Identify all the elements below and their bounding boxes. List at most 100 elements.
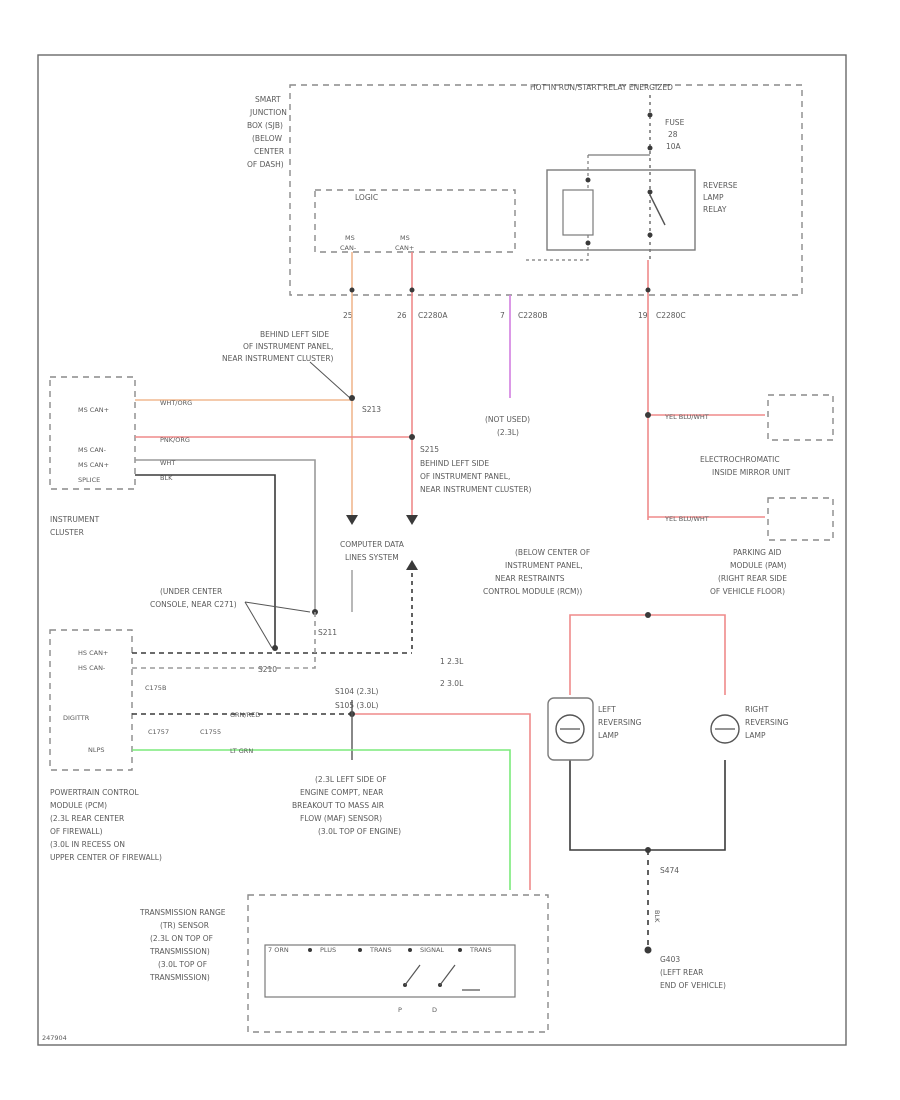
svg-text:(3.0L TOP OF: (3.0L TOP OF bbox=[158, 960, 207, 969]
behind-left-label-2: BEHIND LEFT SIDE OF INSTRUMENT PANEL, NE… bbox=[420, 459, 532, 494]
sjb-label: SMART JUNCTION BOX (SJB) (BELOW CENTER O… bbox=[247, 95, 287, 169]
svg-text:(BELOW: (BELOW bbox=[252, 134, 283, 143]
svg-text:REVERSING: REVERSING bbox=[745, 718, 789, 727]
svg-text:OF VEHICLE FLOOR): OF VEHICLE FLOOR) bbox=[710, 587, 785, 596]
electrochromic-label: ELECTROCHROMATIC INSIDE MIRROR UNIT bbox=[700, 455, 791, 477]
svg-text:TRANS: TRANS bbox=[469, 946, 492, 954]
s211-label: S211 bbox=[318, 628, 337, 637]
svg-text:NEAR INSTRUMENT CLUSTER): NEAR INSTRUMENT CLUSTER) bbox=[420, 485, 532, 494]
svg-text:ELECTROCHROMATIC: ELECTROCHROMATIC bbox=[700, 455, 780, 464]
nlps-label: NLPS bbox=[88, 746, 105, 754]
svg-text:BEHIND LEFT SIDE: BEHIND LEFT SIDE bbox=[420, 459, 489, 468]
note-2: 2 3.0L bbox=[440, 679, 464, 688]
logic-label: LOGIC bbox=[355, 193, 378, 202]
svg-text:P: P bbox=[398, 1006, 402, 1014]
svg-text:YEL BLU/WHT: YEL BLU/WHT bbox=[664, 515, 709, 523]
svg-text:WHT: WHT bbox=[160, 459, 175, 467]
svg-text:LAMP: LAMP bbox=[745, 731, 766, 740]
svg-text:BLK: BLK bbox=[160, 474, 173, 482]
svg-text:G403: G403 bbox=[660, 955, 680, 964]
svg-text:RIGHT: RIGHT bbox=[745, 705, 769, 714]
svg-text:PLUS: PLUS bbox=[320, 946, 336, 954]
svg-text:MS: MS bbox=[345, 234, 355, 242]
svg-text:28: 28 bbox=[668, 130, 678, 139]
electrochromic-mirror-box bbox=[767, 394, 834, 441]
svg-text:(2.3L REAR CENTER: (2.3L REAR CENTER bbox=[50, 814, 124, 823]
svg-text:LAMP: LAMP bbox=[598, 731, 619, 740]
svg-text:CAN-: CAN- bbox=[340, 244, 357, 252]
svg-text:NEAR RESTRAINTS: NEAR RESTRAINTS bbox=[495, 574, 565, 583]
behind-left-label-1: BEHIND LEFT SIDE OF INSTRUMENT PANEL, NE… bbox=[222, 330, 334, 363]
logic-box bbox=[314, 189, 516, 253]
svg-text:OF FIREWALL): OF FIREWALL) bbox=[50, 827, 103, 836]
g403-label: G403 (LEFT REAR END OF VEHICLE) bbox=[660, 955, 726, 990]
pin-7: 7 bbox=[500, 311, 505, 320]
pcm-box bbox=[49, 629, 133, 771]
svg-text:(3.0L TOP OF ENGINE): (3.0L TOP OF ENGINE) bbox=[318, 827, 401, 836]
s215-label: S215 bbox=[420, 445, 439, 454]
data-arrow-1 bbox=[346, 515, 358, 525]
c175b-label: C175B bbox=[145, 684, 166, 692]
svg-text:NEAR INSTRUMENT CLUSTER): NEAR INSTRUMENT CLUSTER) bbox=[222, 354, 334, 363]
svg-text:PARKING AID: PARKING AID bbox=[733, 548, 782, 557]
svg-text:YEL BLU/WHT: YEL BLU/WHT bbox=[664, 413, 709, 421]
reverse-lamp-relay: REVERSE LAMP RELAY bbox=[523, 154, 738, 261]
svg-text:INSIDE MIRROR UNIT: INSIDE MIRROR UNIT bbox=[712, 468, 791, 477]
svg-text:(TR) SENSOR: (TR) SENSOR bbox=[160, 921, 209, 930]
svg-text:D: D bbox=[432, 1006, 437, 1014]
svg-text:CONSOLE, NEAR C271): CONSOLE, NEAR C271) bbox=[150, 600, 237, 609]
parking-aid-label: PARKING AID MODULE (PAM) (RIGHT REAR SID… bbox=[710, 548, 787, 596]
digitr-label: DIGITTR bbox=[63, 714, 90, 722]
svg-text:LT GRN: LT GRN bbox=[230, 747, 253, 755]
svg-text:TRANSMISSION RANGE: TRANSMISSION RANGE bbox=[139, 908, 226, 917]
svg-text:MS: MS bbox=[400, 234, 410, 242]
svg-text:TRANSMISSION): TRANSMISSION) bbox=[149, 973, 210, 982]
wire-lamp-top bbox=[569, 614, 726, 695]
wire-lamp-bottom bbox=[569, 760, 726, 851]
s105-label: S105 (3.0L) bbox=[335, 701, 378, 710]
parking-aid-box bbox=[767, 497, 834, 541]
c2280a-label: C2280A bbox=[418, 311, 448, 320]
diagram-frame bbox=[37, 54, 847, 1046]
svg-text:(LEFT REAR: (LEFT REAR bbox=[660, 968, 703, 977]
svg-text:HS CAN-: HS CAN- bbox=[78, 664, 106, 672]
svg-text:POWERTRAIN CONTROL: POWERTRAIN CONTROL bbox=[50, 788, 140, 797]
under-center-label: (UNDER CENTER CONSOLE, NEAR C271) bbox=[150, 587, 237, 609]
ground-wire-label: BLK bbox=[653, 910, 661, 923]
svg-text:MS CAN+: MS CAN+ bbox=[78, 406, 109, 414]
svg-text:INSTRUMENT PANEL,: INSTRUMENT PANEL, bbox=[505, 561, 583, 570]
svg-text:10A: 10A bbox=[666, 142, 682, 151]
note-1: 1 2.3L bbox=[440, 657, 464, 666]
svg-text:(2.3L LEFT SIDE OF: (2.3L LEFT SIDE OF bbox=[315, 775, 387, 784]
svg-text:MODULE (PCM): MODULE (PCM) bbox=[50, 801, 107, 810]
svg-text:MS CAN+: MS CAN+ bbox=[78, 461, 109, 469]
svg-text:FUSE: FUSE bbox=[665, 118, 685, 127]
engine-compt-label: (2.3L LEFT SIDE OF ENGINE COMPT, NEAR BR… bbox=[292, 775, 401, 836]
svg-text:(UNDER CENTER: (UNDER CENTER bbox=[160, 587, 222, 596]
svg-text:TRANSMISSION): TRANSMISSION) bbox=[149, 947, 210, 956]
instrument-cluster-label: INSTRUMENT CLUSTER bbox=[50, 515, 100, 537]
svg-text:CAN+: CAN+ bbox=[395, 244, 414, 252]
c1755-label: C1755 bbox=[200, 728, 221, 736]
wire-wht bbox=[135, 459, 316, 612]
svg-text:SPLICE: SPLICE bbox=[78, 476, 100, 484]
svg-text:CLUSTER: CLUSTER bbox=[50, 528, 84, 537]
svg-text:JUNCTION: JUNCTION bbox=[249, 108, 287, 117]
right-reversing-lamp: RIGHT REVERSING LAMP bbox=[710, 705, 789, 744]
svg-text:REVERSE: REVERSE bbox=[703, 181, 738, 190]
instrument-cluster-box bbox=[49, 376, 136, 490]
tr-sensor-label: TRANSMISSION RANGE (TR) SENSOR (2.3L ON … bbox=[139, 908, 226, 982]
svg-text:BEHIND LEFT SIDE: BEHIND LEFT SIDE bbox=[260, 330, 329, 339]
svg-text:(2.3L): (2.3L) bbox=[497, 428, 519, 437]
hot-run-label: HOT IN RUN/START RELAY ENERGIZED bbox=[530, 83, 673, 92]
not-used-label: (NOT USED) (2.3L) bbox=[485, 415, 530, 437]
svg-text:INSTRUMENT: INSTRUMENT bbox=[50, 515, 100, 524]
svg-text:HS CAN+: HS CAN+ bbox=[78, 649, 108, 657]
svg-text:(2.3L ON TOP OF: (2.3L ON TOP OF bbox=[150, 934, 213, 943]
corner-code: 247904 bbox=[42, 1034, 67, 1042]
pin-26: 26 bbox=[397, 311, 407, 320]
svg-text:CONTROL MODULE (RCM)): CONTROL MODULE (RCM)) bbox=[483, 587, 582, 596]
tr-sensor-box bbox=[247, 894, 549, 1033]
sjb-box bbox=[289, 84, 803, 296]
